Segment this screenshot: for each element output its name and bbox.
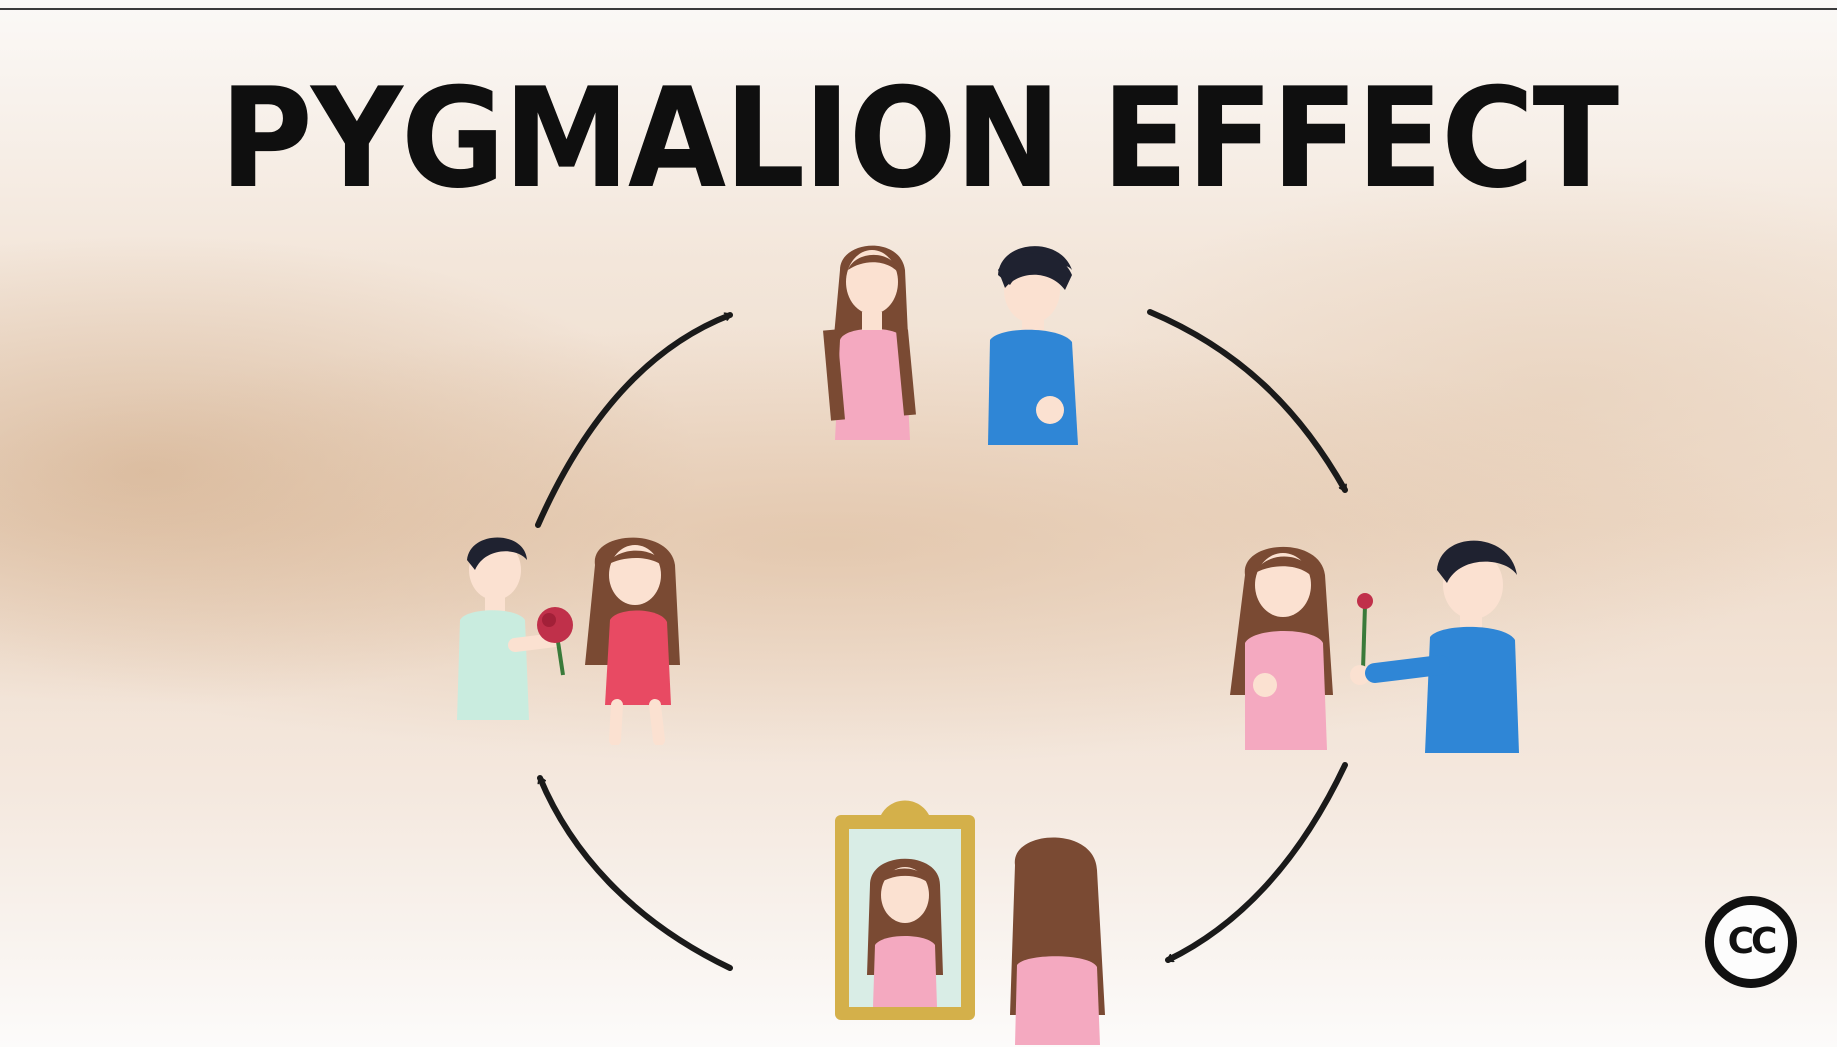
top-border-line (0, 8, 1837, 10)
boy-figure (1365, 540, 1519, 753)
creative-commons-icon: CC (1705, 896, 1797, 988)
mirror-reflection-icon (835, 800, 1105, 1045)
girl-figure (585, 537, 680, 745)
couple-meeting-icon (823, 245, 1078, 445)
flower-icon (1350, 593, 1373, 685)
gift-giving-icon (1230, 540, 1519, 753)
mirror-frame (835, 800, 975, 1020)
girl-figure (823, 245, 916, 440)
flower-offering-icon (457, 537, 680, 745)
girl-back-figure (1010, 837, 1105, 1045)
cc-badge-label: CC (1727, 921, 1778, 962)
boy-figure (988, 246, 1078, 445)
page-title: PYGMALION EFFECT (219, 58, 1619, 219)
boy-figure (457, 537, 562, 720)
arrow-top-to-right (1147, 309, 1348, 493)
arrow-bottom-to-left (537, 775, 733, 971)
arrow-right-to-bottom (1165, 762, 1348, 963)
rose-icon (537, 607, 573, 676)
girl-figure (1230, 546, 1333, 750)
arrow-left-to-top (535, 312, 733, 528)
